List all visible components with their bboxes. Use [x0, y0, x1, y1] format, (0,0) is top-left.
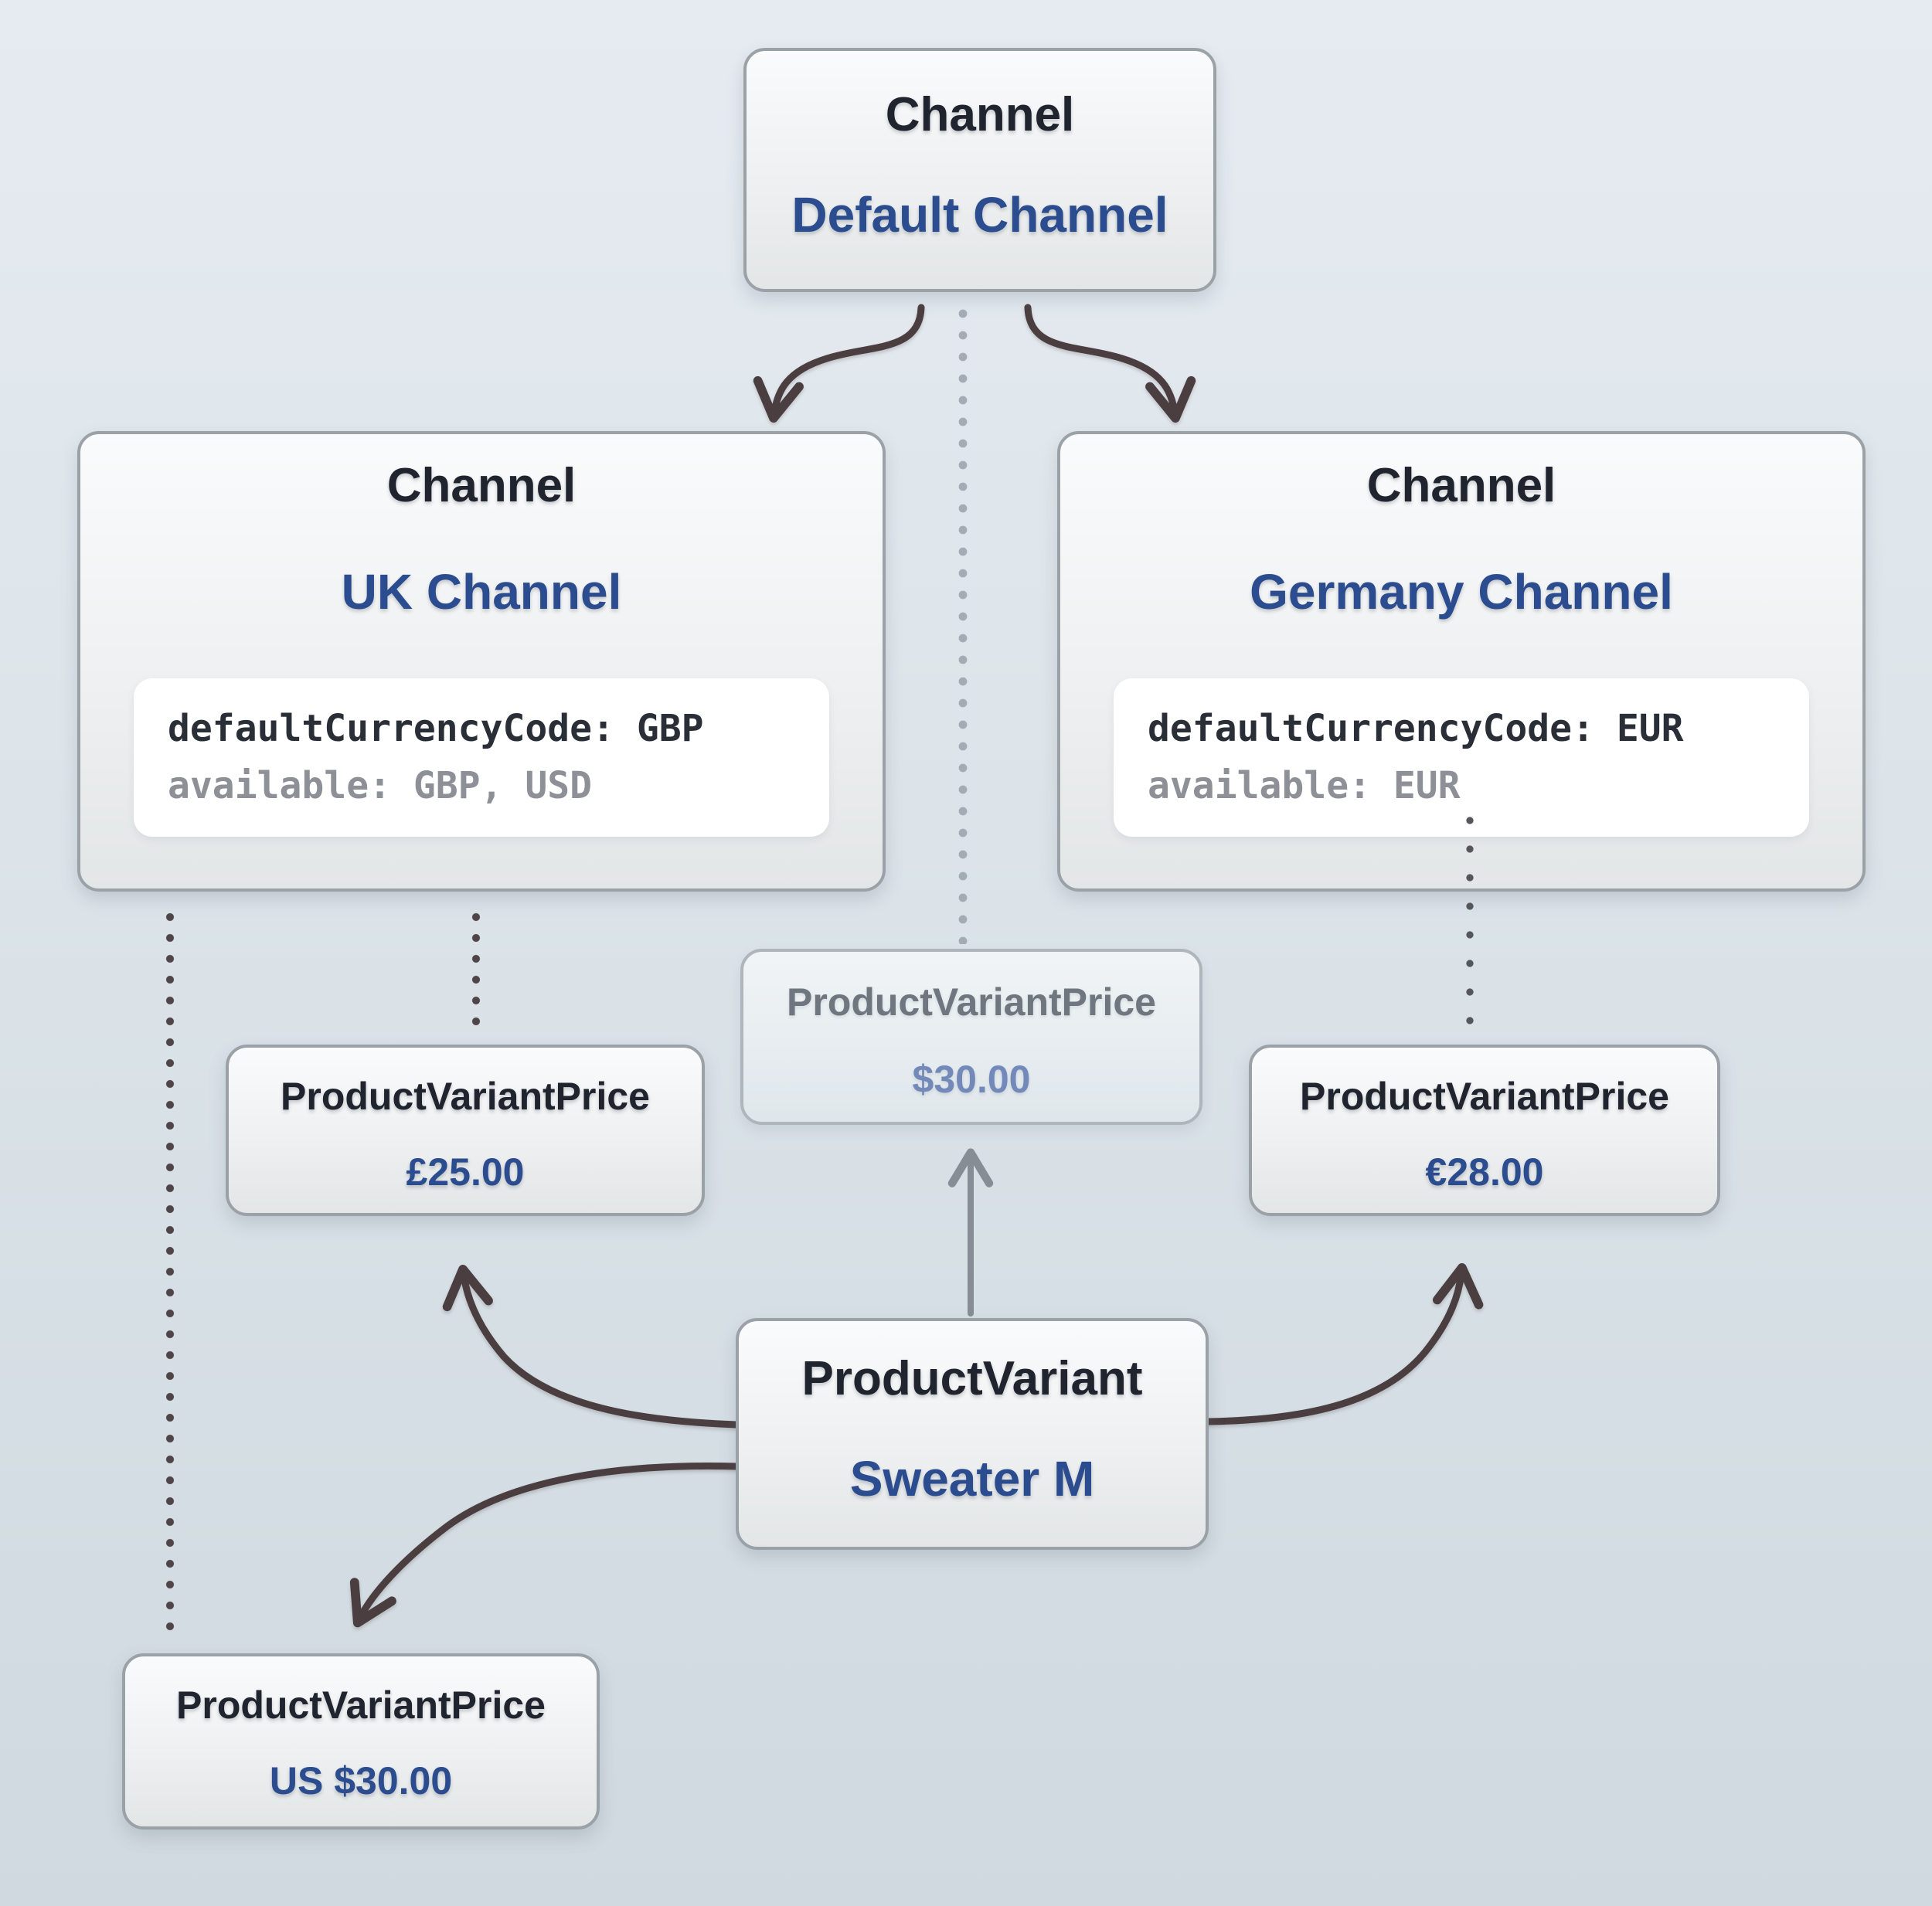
code-block: defaultCurrencyCode: EUR available: EUR: [1114, 678, 1809, 837]
node-product-variant-price-germany: ProductVariantPrice €28.00: [1249, 1045, 1720, 1216]
node-name: Sweater M: [849, 1451, 1095, 1507]
dotted-connector-uk-to-us-price: [165, 912, 175, 1633]
arrow-variant-to-uk-price: [442, 1265, 740, 1429]
dotted-connector-germany-to-germany-price: [1465, 816, 1475, 1029]
arrow-variant-to-us-price: [349, 1462, 740, 1628]
node-type-label: Channel: [386, 459, 577, 512]
node-product-variant-price-us: ProductVariantPrice US $30.00: [122, 1653, 600, 1830]
price-value: US $30.00: [269, 1759, 453, 1802]
arrow-default-to-germany-channel: [1024, 304, 1196, 423]
node-default-channel: Channel Default Channel: [743, 48, 1216, 292]
arrow-variant-to-germany-price: [1204, 1262, 1484, 1425]
node-type-label: ProductVariantPrice: [281, 1075, 650, 1118]
node-product-variant-price-default: ProductVariantPrice $30.00: [740, 949, 1202, 1125]
node-uk-channel: Channel UK Channel defaultCurrencyCode: …: [77, 431, 886, 892]
node-product-variant: ProductVariant Sweater M: [736, 1318, 1209, 1550]
node-name: UK Channel: [341, 564, 622, 620]
node-name: Germany Channel: [1250, 564, 1673, 620]
code-line-available: available: EUR: [1148, 764, 1461, 808]
arrow-default-to-uk-channel: [753, 304, 925, 423]
price-value: £25.00: [406, 1150, 525, 1194]
code-block: defaultCurrencyCode: GBP available: GBP,…: [134, 678, 829, 837]
code-line-available: available: GBP, USD: [168, 764, 593, 808]
dotted-connector-uk-to-uk-price: [471, 912, 481, 1037]
node-type-label: Channel: [1366, 459, 1556, 512]
node-germany-channel: Channel Germany Channel defaultCurrencyC…: [1057, 431, 1866, 892]
node-type-label: Channel: [885, 88, 1075, 141]
dotted-connector-default-to-default-price: [958, 307, 968, 944]
node-type-label: ProductVariantPrice: [787, 980, 1156, 1024]
code-line-default-currency: defaultCurrencyCode: GBP: [168, 707, 704, 750]
code-line-default-currency: defaultCurrencyCode: EUR: [1148, 707, 1684, 750]
price-value: $30.00: [912, 1058, 1031, 1101]
price-value: €28.00: [1425, 1150, 1544, 1194]
node-type-label: ProductVariant: [801, 1352, 1143, 1405]
node-product-variant-price-uk: ProductVariantPrice £25.00: [226, 1045, 705, 1216]
node-type-label: ProductVariantPrice: [1300, 1075, 1669, 1118]
node-type-label: ProductVariantPrice: [176, 1683, 546, 1727]
node-name: Default Channel: [791, 187, 1168, 243]
